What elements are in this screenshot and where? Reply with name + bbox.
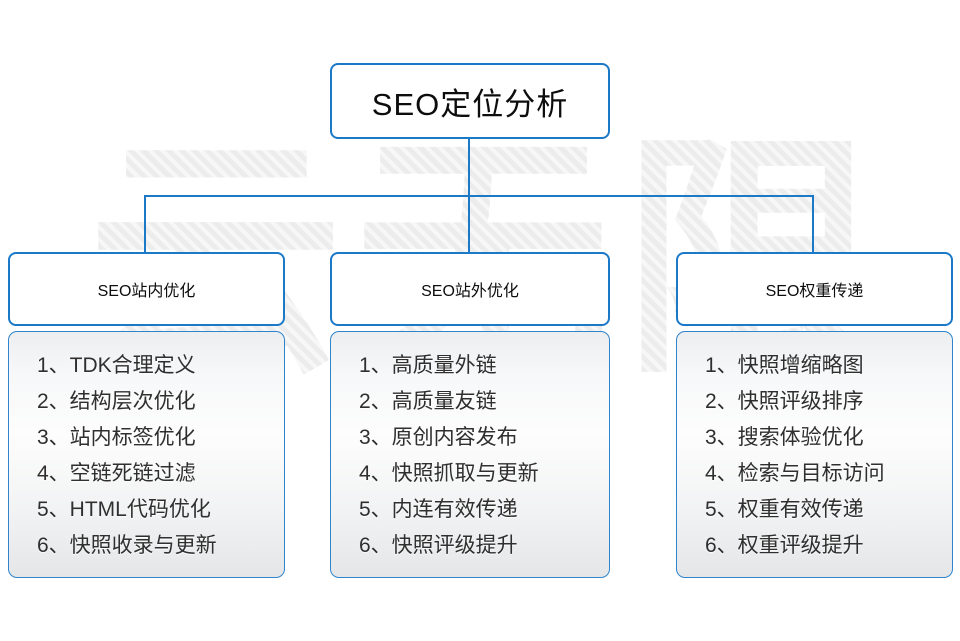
list-item: 1、TDK合理定义	[37, 354, 196, 377]
list-item: 6、快照评级提升	[359, 534, 518, 557]
list-item: 3、站内标签优化	[37, 426, 196, 449]
column-onsite-list: 1、TDK合理定义 2、结构层次优化 3、站内标签优化 4、空链死链过滤 5、H…	[8, 331, 285, 578]
list-item: 6、权重评级提升	[705, 534, 864, 557]
connector-drop-middle	[468, 195, 470, 252]
list-item: 4、空链死链过滤	[37, 462, 196, 485]
list-item: 6、快照收录与更新	[37, 534, 217, 557]
column-offsite-list: 1、高质量外链 2、高质量友链 3、原创内容发布 4、快照抓取与更新 5、内连有…	[330, 331, 610, 578]
column-offsite-header: SEO站外优化	[330, 252, 610, 326]
list-item: 3、原创内容发布	[359, 426, 518, 449]
list-item: 1、高质量外链	[359, 354, 497, 377]
list-item: 2、结构层次优化	[37, 390, 196, 413]
column-weight-title: SEO权重传递	[765, 283, 864, 300]
list-item: 5、HTML代码优化	[37, 498, 211, 521]
list-item: 5、权重有效传递	[705, 498, 864, 521]
column-weight-list: 1、快照增缩略图 2、快照评级排序 3、搜索体验优化 4、检索与目标访问 5、权…	[676, 331, 953, 578]
list-item: 2、快照评级排序	[705, 390, 864, 413]
column-offsite-title: SEO站外优化	[421, 283, 519, 300]
connector-root-stem	[468, 139, 470, 195]
list-item: 1、快照增缩略图	[705, 354, 864, 377]
list-item: 5、内连有效传递	[359, 498, 518, 521]
list-item: 3、搜索体验优化	[705, 426, 864, 449]
root-node-label: SEO定位分析	[371, 86, 569, 122]
list-item: 4、检索与目标访问	[705, 462, 885, 485]
root-node: SEO定位分析	[330, 63, 610, 139]
column-weight-header: SEO权重传递	[676, 252, 953, 326]
list-item: 4、快照抓取与更新	[359, 462, 539, 485]
list-item: 2、高质量友链	[359, 390, 497, 413]
connector-drop-right	[812, 195, 814, 252]
column-onsite-title: SEO站内优化	[97, 283, 196, 300]
connector-drop-left	[144, 195, 146, 252]
column-onsite-header: SEO站内优化	[8, 252, 285, 326]
connector-horizontal-bar	[144, 195, 814, 197]
